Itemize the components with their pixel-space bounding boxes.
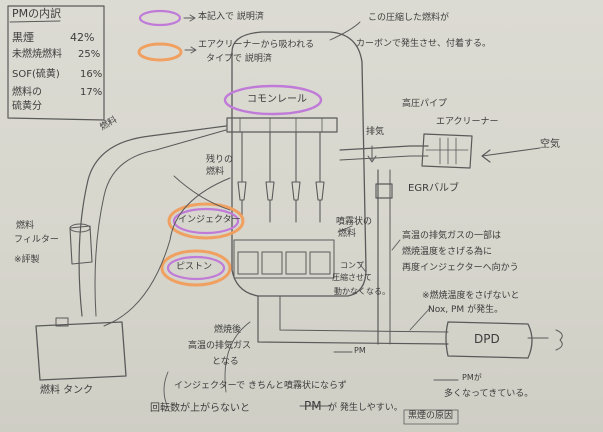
pm-arrow-label: PM [354, 346, 366, 355]
fuel-tank [35, 321, 127, 381]
pm-box-outline [7, 5, 105, 121]
compressed-label: 動かなくなる。 [334, 287, 390, 296]
dpd-label: DPD [474, 332, 500, 346]
nox-note: Nox, PM が発生。 [428, 305, 504, 315]
pm-row-value: 42% [70, 31, 95, 44]
compressed-label: 圧縮させて [332, 273, 372, 282]
egr-note: 高温の排気ガスの一部は [402, 231, 502, 241]
bottom-note: 黒煙の原因 [408, 411, 454, 421]
high-pressure-pipe-label: 高圧パイプ [402, 99, 448, 109]
fuel-supply-line [78, 125, 227, 317]
injector-group [237, 131, 325, 223]
legend-arrow-1 [183, 14, 196, 22]
top-note: カーボンで発生させ、付着する。 [356, 39, 492, 49]
injector-label: インジェクター [178, 215, 241, 225]
legend-orange-text: エアクリーナーから吸われる [198, 40, 315, 50]
fresh-air-label: 空気 [540, 139, 560, 150]
bottom-pm: PM [304, 399, 322, 413]
common-rail-label: コモンレール [247, 94, 307, 105]
pm-row-value: 16% [80, 69, 103, 80]
fuel-filter-label: ※評製 [14, 255, 40, 265]
piston-highlight [160, 249, 232, 287]
fuel-tank-label: 燃料 タンク [40, 385, 94, 396]
egr-valve [375, 183, 393, 199]
compressed-label: コンプ [340, 261, 364, 270]
exhaust-label: 排気 [366, 127, 385, 137]
injector-highlight-inner [172, 207, 240, 235]
remaining-fuel-label: 燃料 [206, 167, 225, 177]
legend-purple-oval [138, 9, 182, 27]
exhaust-note: 高温の排気ガス [188, 341, 252, 351]
nox-note: ※燃焼温度をさげないと [422, 291, 520, 301]
pm-note: PMが [462, 373, 482, 382]
dpd-canister [445, 321, 533, 359]
legend-orange-oval [137, 42, 183, 62]
pm-row-label: 未燃焼燃料 [12, 49, 62, 60]
pm-title-underline [9, 20, 61, 23]
engine-outline [231, 31, 367, 297]
exhaust-note: となる [212, 357, 239, 367]
pm-note: 多くなってきている。 [444, 389, 534, 399]
exhaust-note: 燃焼後 [214, 325, 242, 335]
pm-row-value: 17% [80, 87, 103, 98]
air-cleaner-label: エアクリーナー [436, 117, 499, 127]
bottom-note: インジェクターで きちんと噴霧状にならず [174, 381, 347, 391]
top-note: この圧縮した燃料が [368, 13, 450, 23]
fuel-filter-label: 燃料 [16, 221, 35, 231]
piston-group [233, 239, 335, 279]
legend-orange-text: タイプで 説明済 [206, 54, 272, 64]
egr-valve-label: EGRバルブ [408, 183, 460, 194]
fuel-filter [69, 225, 93, 265]
piston-highlight-inner [166, 255, 226, 281]
legend-purple-text: 本記入で 説明済 [198, 12, 264, 22]
injector-highlight [167, 202, 245, 240]
common-rail-bar [226, 117, 338, 133]
piston-label: ピストン [176, 262, 213, 272]
legend-arrow-2 [184, 46, 197, 54]
common-rail-highlight [223, 84, 323, 116]
mist-fuel-label: 噴霧状の [336, 217, 373, 227]
fresh-air-arrow [481, 147, 541, 163]
pm-row-value: 25% [78, 49, 101, 60]
bottom-note: が 発生しやすい。 [328, 403, 403, 413]
pm-row-label: SOF(硫黄) [12, 69, 60, 80]
bottom-note: 回転数が上がらないと [150, 403, 250, 414]
pm-row-label: 硫黄分 [12, 101, 42, 112]
fuel-return-line [103, 177, 231, 327]
mist-fuel-label: 燃料 [338, 229, 357, 239]
pm-row-label: 黒煙 [12, 31, 34, 44]
air-cleaner [421, 133, 473, 169]
egr-note: 再度インジェクターへ向かう [402, 263, 519, 273]
pm-box-title: PMの内訳 [12, 7, 62, 20]
remaining-fuel-label: 残りの [206, 155, 234, 165]
pm-row-label: 燃料の [12, 87, 42, 98]
intake-pipe [339, 145, 429, 151]
fuel-filter-label: フィルター [14, 235, 59, 245]
egr-note: 燃焼温度をさげる為に [402, 247, 493, 257]
exhaust-pipe [257, 295, 449, 345]
